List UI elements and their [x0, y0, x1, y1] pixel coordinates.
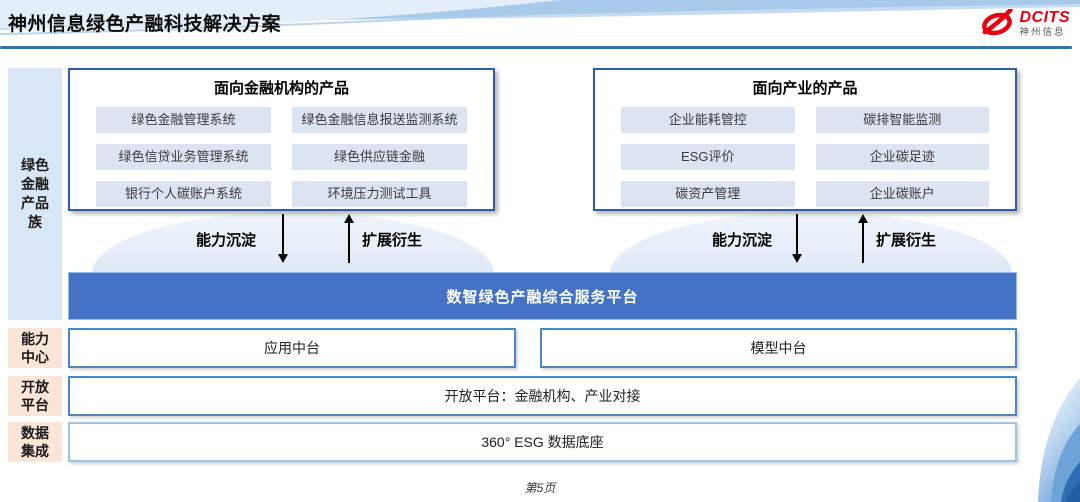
label-capability-settle-right: 能力沉淀: [712, 232, 773, 249]
rail-data-integration: 数据 集成: [8, 422, 62, 462]
label-capability-settle-left: 能力沉淀: [196, 232, 257, 249]
product-item: 环境压力测试工具: [292, 181, 467, 207]
product-item: 企业碳足迹: [815, 144, 989, 170]
page-number: 第5页: [524, 481, 556, 495]
product-item: 绿色金融管理系统: [96, 107, 271, 133]
product-item: ESG评价: [621, 144, 795, 170]
product-item: 绿色信贷业务管理系统: [96, 144, 271, 170]
box-esg-data-base: 360° ESG 数据底座: [68, 422, 1017, 462]
page-title: 神州信息绿色产融科技解决方案: [8, 14, 282, 35]
rail-capability-center: 能力 中心: [8, 328, 62, 368]
panel-industry-title: 面向产业的产品: [752, 80, 858, 97]
product-item: 银行个人碳账户系统: [96, 181, 271, 207]
panel-financial-grid: 绿色金融管理系统 绿色金融信息报送监测系统 绿色信贷业务管理系统 绿色供应链金融…: [70, 98, 493, 207]
panel-financial-products: 面向金融机构的产品 绿色金融管理系统 绿色金融信息报送监测系统 绿色信贷业务管理…: [68, 68, 495, 211]
up-arrow-icon: [858, 214, 868, 263]
panel-financial-title: 面向金融机构的产品: [213, 80, 349, 97]
box-application-middle-platform: 应用中台: [68, 328, 516, 368]
logo: DCITS 神州信息: [979, 9, 1071, 39]
label-expand-derive-left: 扩展衍生: [362, 232, 423, 249]
box-model-middle-platform: 模型中台: [540, 328, 1017, 368]
logo-texts: DCITS 神州信息: [1020, 10, 1071, 38]
product-item: 碳资产管理: [621, 181, 795, 207]
product-item: 绿色供应链金融: [292, 144, 467, 170]
down-arrow-icon: [278, 214, 288, 263]
product-item: 绿色金融信息报送监测系统: [292, 107, 467, 133]
up-arrow-icon: [344, 214, 354, 263]
label-expand-derive-right: 扩展衍生: [876, 232, 937, 249]
logo-brand-cn-text: 神州信息: [1019, 27, 1066, 39]
dome-decoration-left: [92, 212, 494, 272]
header-swoosh-decoration: [0, 0, 1080, 35]
panel-industry-grid: 企业能耗管控 碳排智能监测 ESG评价 企业碳足迹 碳资产管理 企业碳账户: [595, 98, 1015, 207]
product-item: 企业碳账户: [815, 181, 989, 207]
rail-green-finance-product-family: 绿色 金融 产品 族: [8, 68, 62, 320]
panel-industry-products: 面向产业的产品 企业能耗管控 碳排智能监测 ESG评价 企业碳足迹 碳资产管理 …: [593, 68, 1017, 211]
box-open-platform: 开放平台：金融机构、产业对接: [68, 376, 1017, 416]
product-item: 碳排智能监测: [815, 107, 989, 133]
title-underline: [0, 46, 1072, 49]
corner-swoosh-decoration: [1038, 378, 1080, 502]
dome-decoration-right: [610, 212, 1012, 272]
product-item: 企业能耗管控: [621, 107, 795, 133]
dcits-swoosh-icon: [981, 9, 1013, 36]
platform-bar: 数智绿色产融综合服务平台: [68, 272, 1017, 320]
down-arrow-icon: [792, 214, 802, 263]
logo-brand-text: DCITS: [1019, 9, 1070, 27]
rail-open-platform: 开放 平台: [8, 376, 62, 416]
